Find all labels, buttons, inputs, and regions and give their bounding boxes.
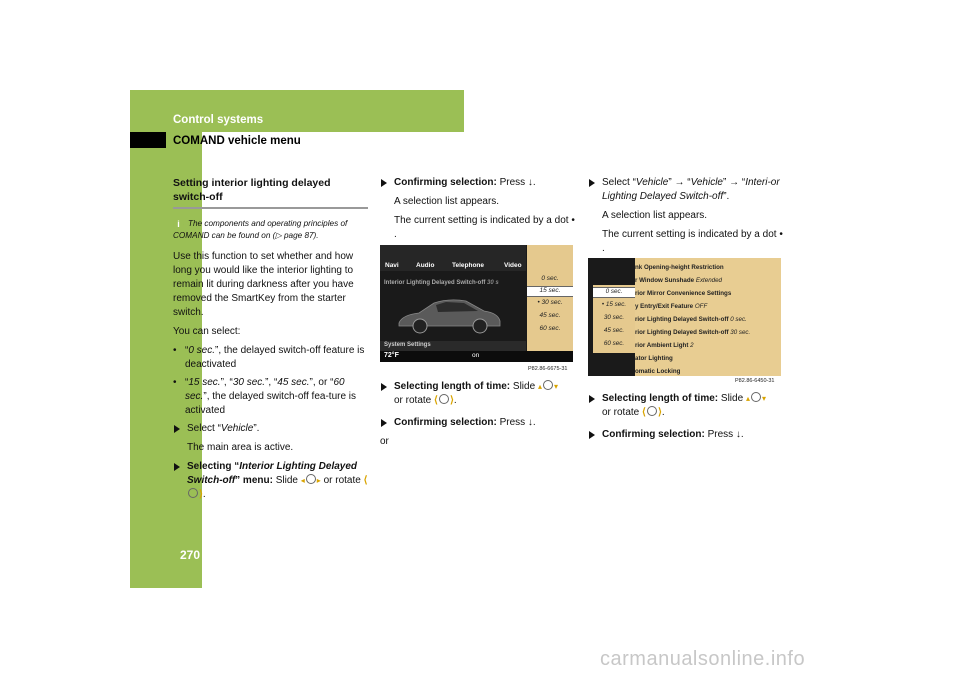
menu-row: y Entry/Exit Feature OFF — [635, 303, 708, 310]
screen-1-caption: P82.86-6675-31 — [528, 366, 568, 372]
rotate-controller-icon: ⟨⟩ — [642, 406, 662, 418]
press-controller-icon: ↓ — [735, 429, 741, 440]
list-item: 45 sec. — [603, 327, 625, 334]
controller-knob-icon — [750, 392, 761, 402]
rotate-controller-icon: ⟨⟩ — [187, 475, 368, 500]
column-3: Select “Vehicle” → “Vehicle” → “Interi-o… — [588, 176, 783, 261]
step-confirm-2: Confirming selection: Press ↓. — [380, 416, 575, 430]
current-setting-text: The current setting is indicated by a do… — [602, 229, 783, 254]
climate-on: on — [472, 352, 480, 359]
green-header-band — [202, 90, 464, 132]
rotate-controller-icon: ⟨⟩ — [434, 394, 454, 406]
subsection-title: COMAND vehicle menu — [173, 135, 301, 147]
menu-row: rior Ambient Light 2 — [635, 342, 694, 349]
list-item: 60 sec. — [539, 325, 561, 332]
menu-row: ator Lighting — [635, 355, 673, 362]
column-2-lower: Selecting length of time: Slide ▴▾or rot… — [380, 380, 575, 449]
list-item: 30 sec. — [603, 314, 625, 321]
list-item: 60 sec. — [603, 340, 625, 347]
menu-row: rior Lighting Delayed Switch-off 0 sec. — [635, 316, 747, 323]
step-confirm: Confirming selection: Press ↓. — [588, 428, 783, 442]
green-sidebar — [130, 90, 202, 588]
page-number: 270 — [179, 548, 200, 562]
menu-title: Interior Lighting Delayed Switch-off 30 … — [384, 280, 499, 286]
you-can-select: You can select: — [173, 326, 241, 337]
controller-knob-icon — [305, 474, 316, 484]
comand-screen-2: nk Opening-height Restriction r Window S… — [588, 258, 781, 376]
list-item-selected: 15 sec. — [527, 286, 573, 297]
menu-row-highlight: rior Lighting Delayed Switch-off 30 sec. — [635, 329, 751, 336]
main-area-active: The main area is active. — [187, 442, 294, 453]
list-item: 45 sec. — [539, 312, 561, 319]
watermark: carmanualsonline.info — [600, 648, 806, 670]
screen-2-caption: P82.86-6450-31 — [735, 378, 775, 384]
car-silhouette-icon — [398, 299, 501, 334]
menu-row: omatic Locking — [635, 368, 681, 375]
option-off: “0 sec.”, the delayed switch-off feature… — [173, 344, 368, 372]
comand-screen-1: Navi Audio Telephone Video Interior Ligh… — [380, 245, 573, 362]
time-list: 0 sec. • 15 sec. 30 sec. 45 sec. 60 sec. — [593, 285, 635, 353]
menu-row: r Window Sunshade Extended — [635, 277, 722, 284]
intro-text: Use this function to set whether and how… — [173, 251, 354, 318]
info-icon: i — [173, 219, 184, 230]
press-controller-icon: ↓ — [527, 417, 533, 428]
nav-bar: Navi Audio Telephone Video — [380, 245, 526, 271]
list-item: 0 sec. — [541, 275, 559, 282]
list-appears: A selection list appears. — [394, 196, 500, 207]
list-item: • 15 sec. — [601, 301, 627, 308]
column-1: Setting interior lighting delayed switch… — [173, 176, 368, 507]
nav-navi: Navi — [385, 262, 399, 269]
step-select-path: Select “Vehicle” → “Vehicle” → “Interi-o… — [588, 176, 783, 204]
step-confirm: Confirming selection: Press ↓. — [380, 176, 575, 190]
black-tab-marker — [130, 132, 166, 148]
nav-telephone: Telephone — [452, 262, 485, 269]
temperature: 72°F — [384, 352, 399, 359]
option-on: “15 sec.”, “30 sec.”, “45 sec.”, or “60 … — [173, 376, 368, 418]
section-title: Control systems — [173, 114, 264, 126]
dot-icon: • — [571, 215, 575, 226]
or-text: or — [380, 436, 389, 447]
column-2: Confirming selection: Press ↓. A selecti… — [380, 176, 575, 247]
dot-icon: • — [779, 229, 783, 240]
list-item: • 30 sec. — [537, 299, 563, 306]
current-setting-text: The current setting is indicated by a do… — [394, 215, 575, 240]
step-selecting-menu: Selecting “Interior Lighting Delayed Swi… — [173, 460, 368, 502]
nav-video: Video — [504, 262, 522, 269]
slide-arrows-icon: ◂ — [300, 476, 305, 485]
step-select-vehicle: Select “Vehicle”. — [173, 422, 368, 436]
menu-row: nk Opening-height Restriction — [635, 264, 724, 271]
step-select-length: Selecting length of time: Slide ▴▾or rot… — [380, 380, 575, 408]
list-item-selected: 0 sec. — [593, 287, 635, 298]
menu-row: rior Mirror Convenience Settings — [635, 290, 732, 297]
step-select-length: Selecting length of time: Slide ▴▾or rot… — [588, 392, 783, 420]
section-heading: Setting interior lighting delayed switch… — [173, 176, 368, 209]
press-controller-icon: ↓ — [527, 177, 533, 188]
list-appears: A selection list appears. — [602, 210, 708, 221]
system-settings: System Settings — [384, 342, 431, 348]
nav-audio: Audio — [416, 262, 435, 269]
controller-knob-icon — [542, 380, 553, 390]
time-list: 0 sec. 15 sec. • 30 sec. 45 sec. 60 sec. — [527, 245, 573, 351]
column-3-lower: Selecting length of time: Slide ▴▾or rot… — [588, 392, 783, 447]
